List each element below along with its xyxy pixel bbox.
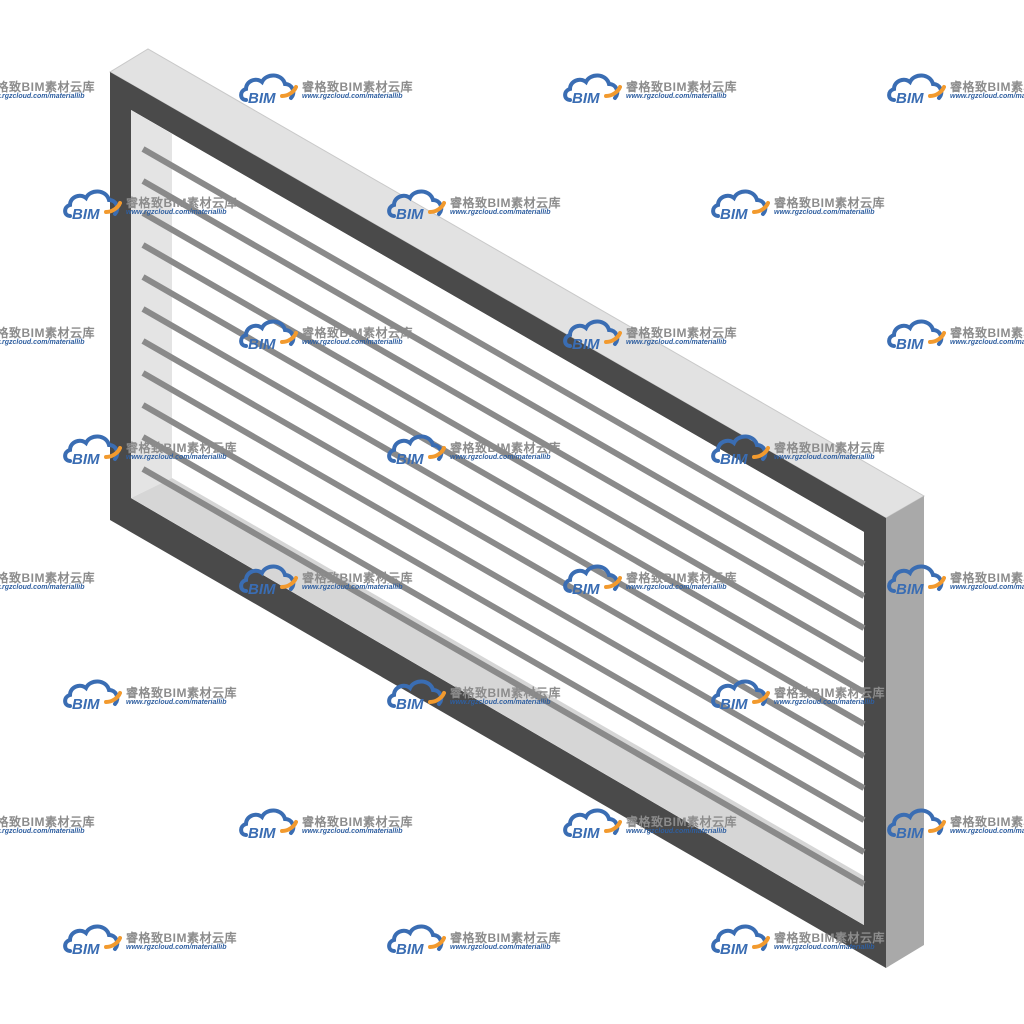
inner-reveal-bottom [131,478,864,925]
louver-slat [141,242,866,663]
inner-reveal-left [131,110,172,498]
louver-slat [141,306,866,727]
louver-slat [141,402,866,823]
louver-slat [141,466,866,887]
louver-slats [141,146,866,887]
louver-slat [141,370,866,791]
louver-slat [141,210,866,631]
frame-inner-reveal [131,110,864,925]
louver-slat [141,434,866,855]
louver-slat [141,146,866,567]
frame-side-face [886,496,924,968]
louver-slat [141,178,866,599]
